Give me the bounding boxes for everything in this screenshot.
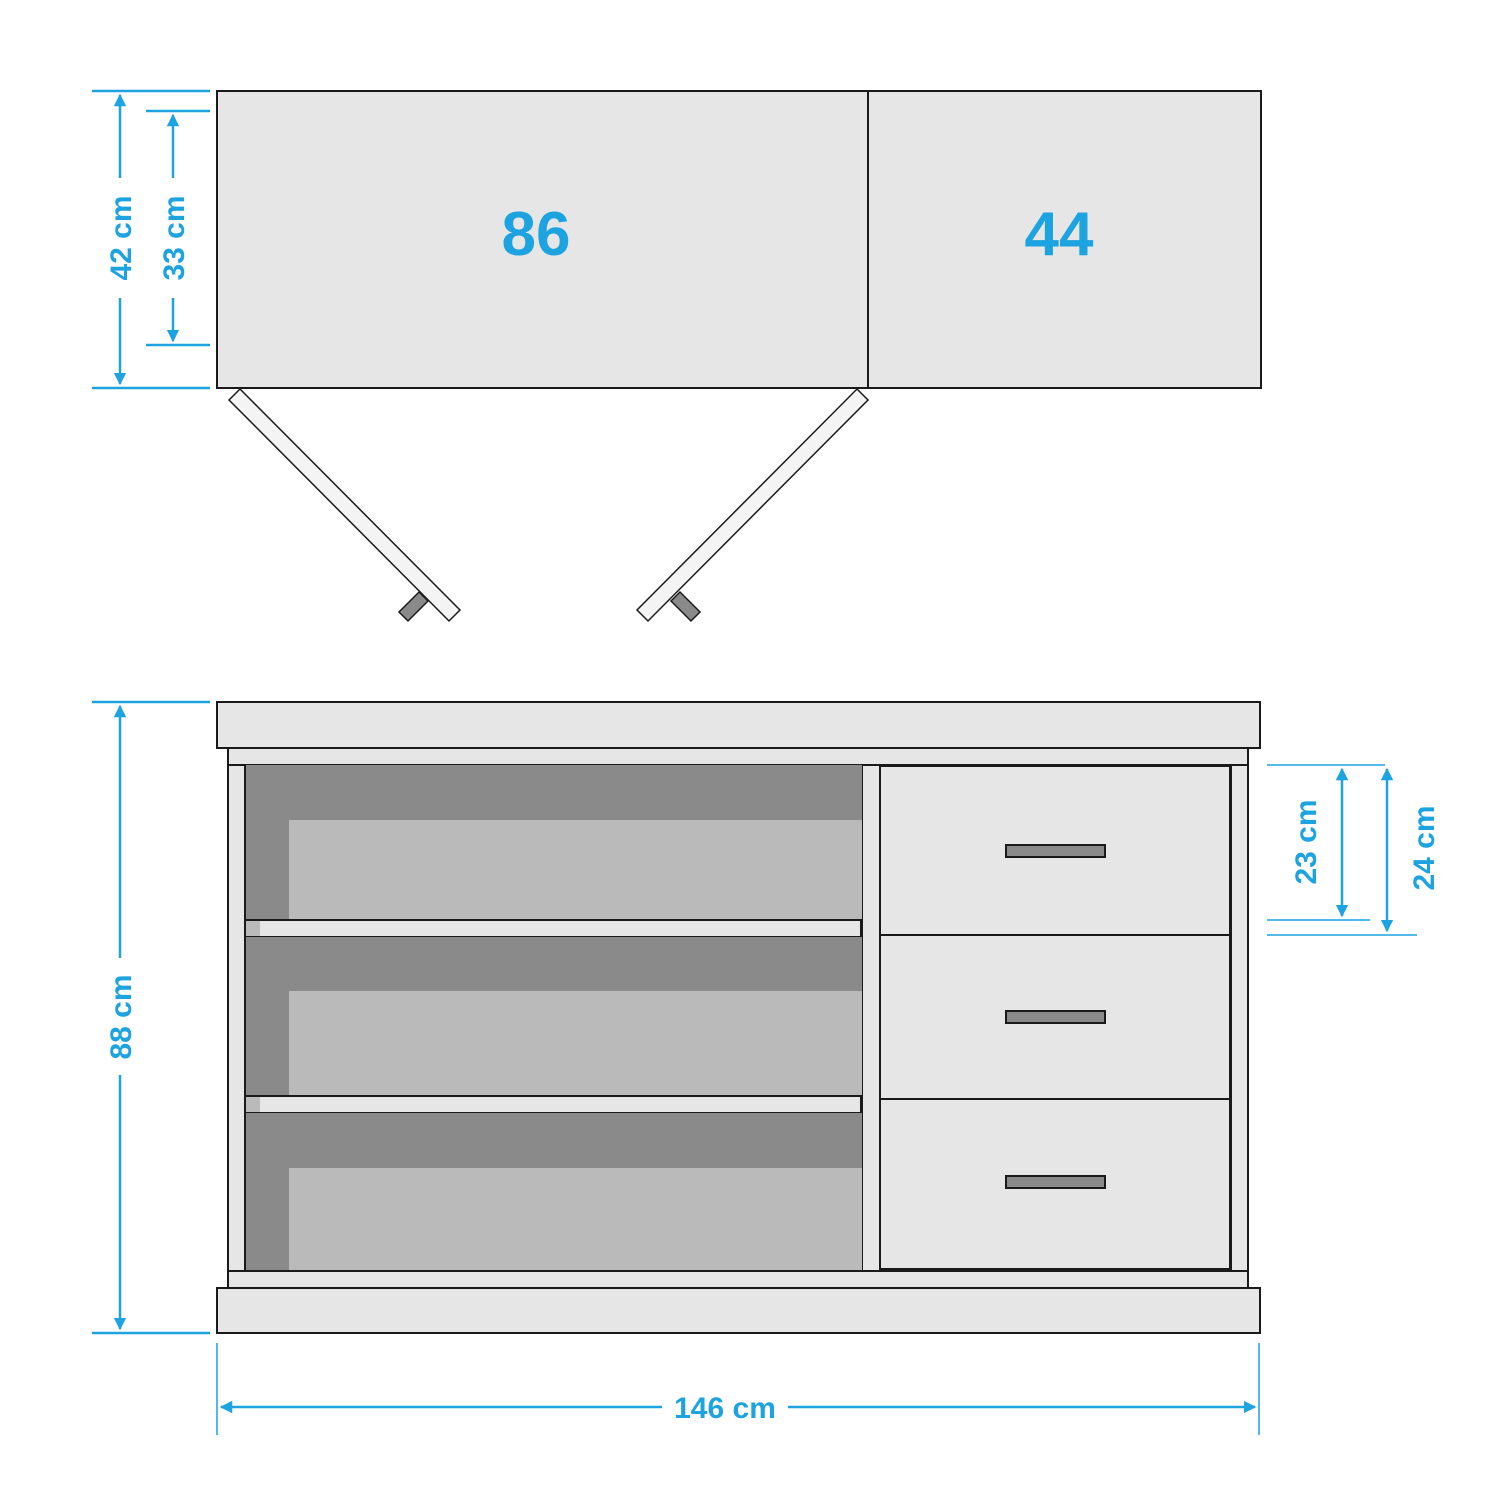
top-view-left-label: 86 [502, 200, 571, 269]
dimension-depth-outer [92, 89, 210, 390]
drawer-handle-icon [1005, 1175, 1106, 1189]
door-handle-icon [397, 590, 430, 623]
top-view-right-label: 44 [1025, 200, 1094, 269]
upper-rail [227, 747, 1249, 766]
dimension-height-label: 88 cm [105, 974, 138, 1059]
shelf-compartment-3 [245, 1113, 862, 1271]
dimension-width-label: 146 cm [674, 1392, 776, 1425]
drawer-handle-icon [1005, 844, 1106, 858]
left-side-panel [227, 764, 246, 1272]
dimension-drawer-inner [1267, 764, 1385, 921]
top-view-left-section [216, 90, 869, 389]
dimension-width [216, 1343, 1260, 1435]
dimension-depth-outer-label: 42 cm [105, 195, 138, 280]
dimension-drawer-inner-label: 23 cm [1290, 799, 1323, 884]
dimension-depth-inner [146, 109, 210, 347]
top-view-right-section [867, 90, 1262, 389]
shelf-board-edge [246, 921, 260, 936]
right-side-panel [1230, 764, 1249, 1272]
dimension-drawer-outer-label: 24 cm [1408, 805, 1441, 890]
lower-rail [227, 1270, 1249, 1289]
shelf-board-1 [244, 919, 862, 938]
top-board [216, 701, 1261, 749]
shelf-compartment-1 [245, 765, 862, 920]
dimension-depth-inner-label: 33 cm [158, 195, 191, 280]
plinth [216, 1287, 1261, 1334]
drawer-handle-icon [1005, 1010, 1106, 1024]
front-view: 88 cm 146 cm 23 cm 24 cm [92, 700, 1441, 1435]
drawer-1 [879, 765, 1231, 936]
door-handle-icon [669, 590, 702, 623]
dimension-drawer-outer [1267, 767, 1417, 936]
dimension-height [92, 700, 210, 1335]
middle-divider [861, 764, 881, 1272]
drawer-3 [879, 1098, 1231, 1270]
top-view: 86 44 42 cm 33 cm [92, 89, 1262, 623]
drawer-2 [879, 934, 1231, 1100]
open-door-right [635, 387, 870, 623]
shelf-compartment-2 [245, 937, 862, 1096]
shelf-board-2 [244, 1095, 862, 1114]
shelf-board-edge [246, 1097, 260, 1112]
open-door-left [227, 387, 462, 623]
